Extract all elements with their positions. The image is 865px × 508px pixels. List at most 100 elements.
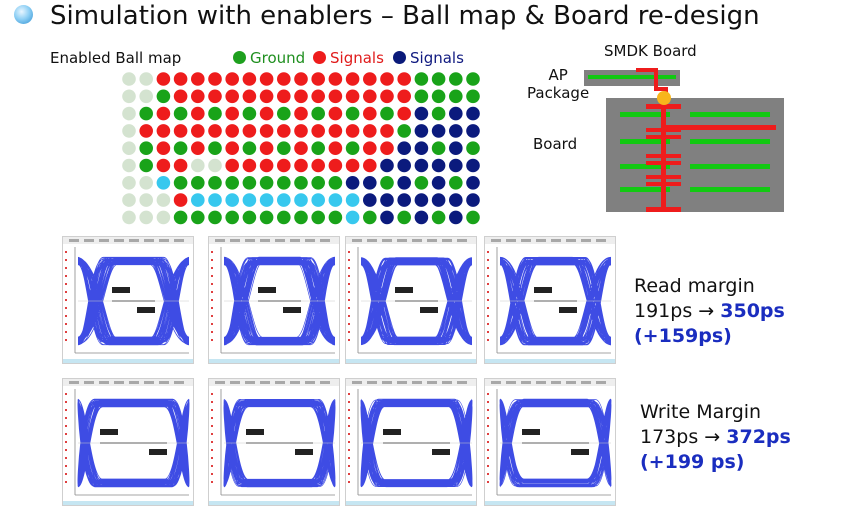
ball xyxy=(225,72,239,86)
left-marker xyxy=(348,315,350,317)
toolbar-item xyxy=(290,381,300,384)
left-marker xyxy=(211,307,213,309)
toolbar-item xyxy=(596,239,606,242)
eye-marker-tag xyxy=(522,429,540,435)
ball xyxy=(431,158,446,173)
ball xyxy=(294,89,308,104)
left-marker xyxy=(211,441,213,443)
left-marker xyxy=(65,323,67,325)
ball xyxy=(122,176,136,190)
left-marker xyxy=(348,299,350,301)
ball xyxy=(277,106,291,121)
ball xyxy=(431,193,446,207)
eye-traces xyxy=(77,398,190,488)
ball xyxy=(380,89,394,104)
ball xyxy=(242,176,257,190)
eye-diagram-plot xyxy=(209,379,339,505)
ball xyxy=(225,210,239,225)
ball xyxy=(414,124,429,138)
left-marker xyxy=(487,481,489,483)
left-marker xyxy=(487,275,489,277)
ball xyxy=(294,210,308,225)
ball xyxy=(466,210,480,225)
legend-red-signals: Signals xyxy=(313,49,384,67)
left-marker xyxy=(65,339,67,341)
plot-toolbar xyxy=(346,237,476,244)
left-marker xyxy=(211,409,213,411)
ball xyxy=(431,106,446,121)
ball xyxy=(173,158,188,173)
ball xyxy=(173,124,188,138)
eye-marker-tag xyxy=(100,429,118,435)
ball xyxy=(139,89,153,104)
ball xyxy=(328,89,343,104)
legend-red-dot xyxy=(313,51,326,64)
ball xyxy=(345,106,360,121)
toolbar-item xyxy=(230,239,240,242)
plot-statusbar xyxy=(485,359,615,363)
ball xyxy=(156,124,171,138)
left-marker xyxy=(487,283,489,285)
ball xyxy=(225,176,239,190)
ball xyxy=(208,176,222,190)
ball xyxy=(208,141,222,155)
left-marker xyxy=(211,457,213,459)
eye-diagram-plot xyxy=(485,379,615,505)
toolbar-item xyxy=(305,239,315,242)
ball xyxy=(345,210,360,225)
ball xyxy=(414,89,429,104)
left-marker xyxy=(211,433,213,435)
ball xyxy=(380,210,394,225)
toolbar-item xyxy=(382,381,392,384)
ball xyxy=(242,72,257,86)
ball xyxy=(449,124,463,138)
eye-traces xyxy=(223,256,336,346)
ball xyxy=(191,176,205,190)
ball xyxy=(139,193,153,207)
ball xyxy=(225,106,239,121)
ball xyxy=(122,210,136,225)
ball xyxy=(156,158,171,173)
ball xyxy=(328,124,343,138)
ball xyxy=(156,72,171,86)
ball xyxy=(345,124,360,138)
ball xyxy=(156,176,171,190)
ball xyxy=(294,193,308,207)
toolbar-item xyxy=(245,381,255,384)
ball xyxy=(414,210,429,225)
toolbar-item xyxy=(536,381,546,384)
ball xyxy=(328,141,343,155)
ball xyxy=(380,141,394,155)
legend-red-label: Signals xyxy=(330,49,384,67)
ball xyxy=(259,176,274,190)
toolbar-item xyxy=(305,381,315,384)
ball xyxy=(328,106,343,121)
left-marker xyxy=(65,417,67,419)
left-marker xyxy=(65,393,67,395)
left-marker xyxy=(211,425,213,427)
left-marker xyxy=(348,323,350,325)
legend-blue-signals: Signals xyxy=(393,49,464,67)
ball xyxy=(208,106,222,121)
toolbar-item xyxy=(397,239,407,242)
toolbar-item xyxy=(412,239,422,242)
eye-diagram-panel xyxy=(62,378,194,506)
eye-diagram-panel xyxy=(208,378,340,506)
ball xyxy=(431,72,446,86)
ball xyxy=(466,158,480,173)
toolbar-item xyxy=(290,239,300,242)
board-ground-planes xyxy=(620,112,770,192)
ball xyxy=(414,176,429,190)
plot-toolbar xyxy=(209,379,339,386)
ball xyxy=(156,106,171,121)
toolbar-item xyxy=(174,239,184,242)
left-marker xyxy=(348,465,350,467)
ball xyxy=(208,72,222,86)
plot-statusbar xyxy=(209,359,339,363)
read-margin-arrow: → xyxy=(698,300,715,322)
ball xyxy=(294,141,308,155)
ball xyxy=(431,141,446,155)
left-marker xyxy=(487,441,489,443)
ball xyxy=(397,141,412,155)
toolbar-item xyxy=(99,381,109,384)
